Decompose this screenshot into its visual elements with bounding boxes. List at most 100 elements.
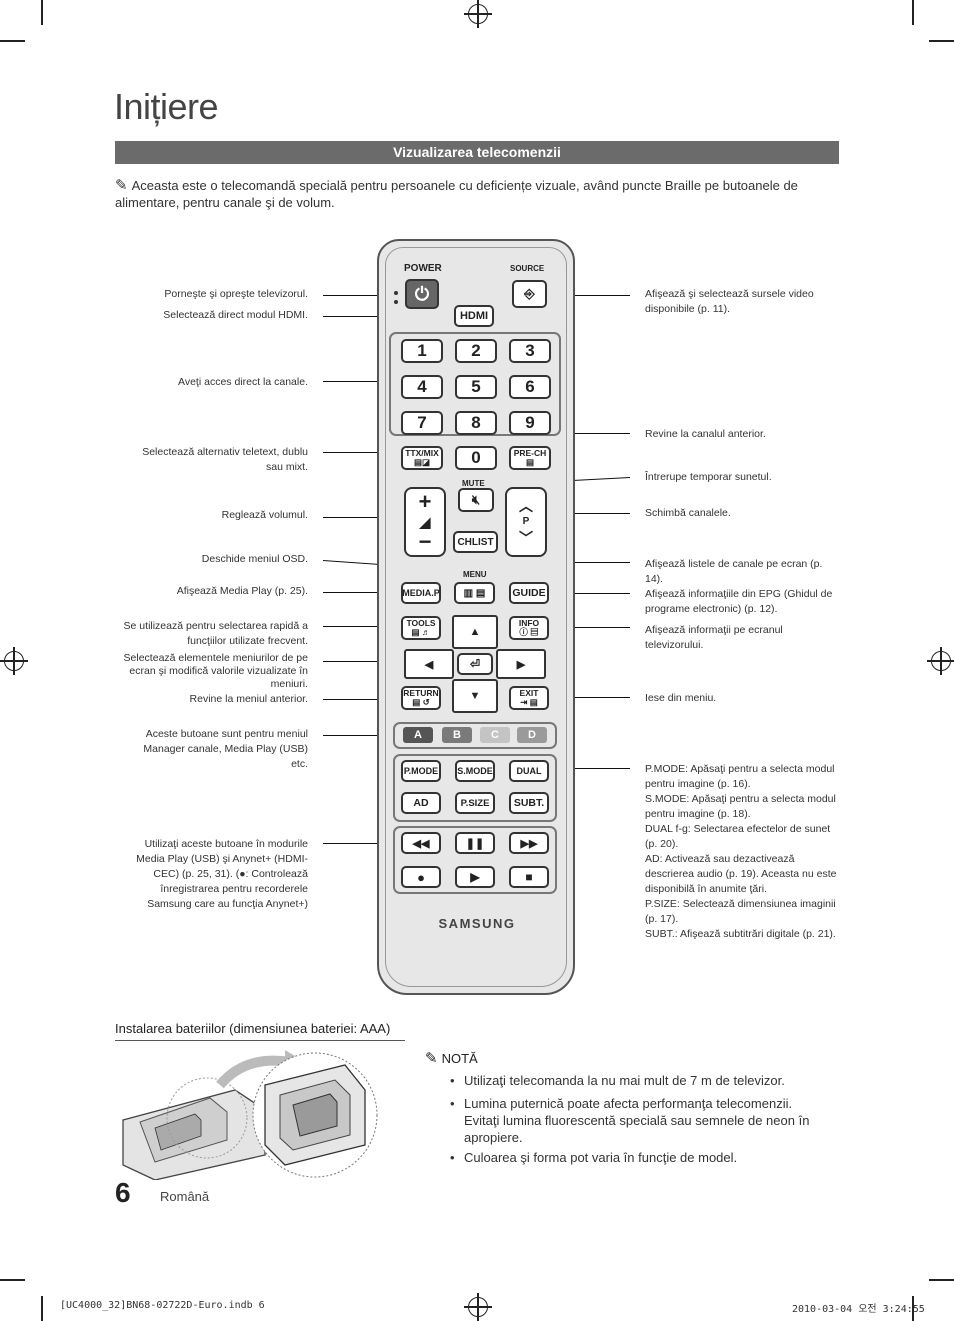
rewind-button[interactable]: ◀◀	[401, 832, 441, 854]
label-guide: Afişează informaţiile din EPG (Ghidul de…	[645, 588, 833, 615]
dual-button[interactable]: DUAL	[509, 760, 549, 782]
digit-button-6[interactable]: 6	[509, 375, 551, 399]
leader-line	[548, 593, 630, 595]
label-ttx: Selectează alternativ teletext, dublu sa…	[142, 446, 308, 473]
guide-button[interactable]: GUIDE	[509, 582, 549, 604]
color-button-d[interactable]: D	[517, 727, 547, 743]
pencil-icon: ✎	[115, 177, 128, 194]
nota-heading: ✎NOTĂ	[425, 1049, 478, 1067]
label-mediap: Afişează Media Play (p. 25).	[176, 585, 308, 597]
label-modes: P.MODE: Apăsaţi pentru a selecta modul p…	[645, 762, 840, 942]
digit-button-1[interactable]: 1	[401, 339, 443, 363]
digit-button-2[interactable]: 2	[455, 339, 497, 363]
fast-forward-button[interactable]: ▶▶	[509, 832, 549, 854]
prech-button[interactable]: PRE-CH▤	[509, 446, 551, 470]
prech-label: PRE-CH	[513, 448, 547, 458]
digit-button-3[interactable]: 3	[509, 339, 551, 363]
leader-line	[323, 699, 401, 701]
digit-button-5[interactable]: 5	[455, 375, 497, 399]
leader-line	[545, 513, 630, 515]
ttx-icon: ▤◪	[413, 457, 431, 467]
stop-button[interactable]: ■	[509, 866, 549, 888]
ttx-mix-label: TTX/MIX	[405, 448, 439, 458]
volume-rocker[interactable]: +◢−	[404, 487, 446, 557]
digit-button-9[interactable]: 9	[509, 411, 551, 435]
menu-label: MENU	[463, 570, 487, 579]
return-button[interactable]: RETURN▤ ↺	[401, 686, 441, 710]
label-chlist: Afişează listele de canale pe ecran (p. …	[645, 558, 823, 585]
nav-down-button[interactable]: ▼	[452, 679, 498, 713]
channel-down-icon: ﹀	[519, 530, 533, 546]
intro-note-text: Aceasta este o telecomandă specială pent…	[115, 178, 798, 210]
digit-button-8[interactable]: 8	[455, 411, 497, 435]
mute-label: MUTE	[462, 479, 485, 488]
color-button-a[interactable]: A	[403, 727, 433, 743]
intro-note: ✎Aceasta este o telecomandă specială pen…	[115, 177, 840, 211]
tools-icon: ▤ ♬	[411, 627, 431, 637]
power-button[interactable]: ⏻	[405, 279, 439, 309]
pause-button[interactable]: ❚❚	[455, 832, 495, 854]
samsung-logo: SAMSUNG	[438, 916, 516, 931]
menu-button[interactable]: ▥ ▤	[454, 582, 495, 604]
label-ad: AD: Activează sau dezactivează descriere…	[645, 853, 837, 895]
leader-line	[548, 433, 630, 435]
ttx-mix-button[interactable]: TTX/MIX▤◪	[401, 446, 443, 470]
registration-mark-icon	[464, 1293, 492, 1321]
label-power: Porneşte şi opreşte televizorul.	[164, 288, 308, 300]
mediap-button[interactable]: MEDIA.P	[401, 582, 441, 604]
mute-button[interactable]: 🔇︎	[458, 488, 494, 512]
color-buttons-group	[393, 722, 557, 749]
nav-right-button[interactable]: ▶	[496, 649, 546, 679]
playback-buttons-group	[393, 826, 557, 894]
digit-button-0[interactable]: 0	[455, 446, 497, 470]
leader-line	[548, 295, 630, 297]
nota-bullet-text: Culoarea şi forma pot varia în funcţie d…	[464, 1150, 738, 1165]
label-prech: Revine la canalul anterior.	[645, 428, 766, 440]
nav-left-button[interactable]: ◀	[404, 649, 454, 679]
number-pad-group	[389, 332, 561, 436]
hdmi-button[interactable]: HDMI	[454, 305, 494, 327]
pmode-button[interactable]: P.MODE	[401, 760, 441, 782]
leader-line	[548, 697, 630, 699]
crop-mark	[912, 0, 914, 25]
leader-line	[323, 843, 393, 845]
color-button-c[interactable]: C	[480, 727, 510, 743]
play-button[interactable]: ▶	[455, 866, 495, 888]
label-exit: Iese din meniu.	[645, 692, 717, 704]
footer-file: [UC4000_32]BN68-02722D-Euro.indb 6	[60, 1300, 265, 1311]
volume-down-icon: −	[418, 529, 432, 554]
nota-bullet-text: Lumina puternică poate afecta performanţ…	[464, 1096, 810, 1145]
braille-dot	[394, 291, 398, 295]
battery-illustration	[122, 1050, 378, 1180]
channel-rocker[interactable]: ︿P﹀	[505, 487, 547, 557]
exit-button[interactable]: EXIT⇥ ▤	[509, 686, 549, 710]
leader-line	[323, 381, 389, 383]
color-button-b[interactable]: B	[442, 727, 472, 743]
chlist-button[interactable]: CHLIST	[453, 531, 498, 553]
nav-enter-button[interactable]: ⏎	[457, 653, 493, 675]
nota-label: NOTĂ	[441, 1051, 478, 1066]
label-psize: P.SIZE: Selectează dimensiunea imaginii …	[645, 898, 836, 925]
label-playback: Utilizaţi aceste butoane în modurile Med…	[136, 838, 308, 910]
smode-button[interactable]: S.MODE	[455, 760, 495, 782]
label-menu: Deschide meniul OSD.	[201, 553, 308, 565]
label-return: Revine la meniul anterior.	[189, 693, 308, 705]
pencil-icon: ✎	[425, 1050, 438, 1067]
source-button[interactable]: ⎆	[512, 280, 547, 308]
info-icon: ⓘ ▤	[519, 627, 539, 637]
label-color-buttons: Aceste butoane sunt pentru meniul Manage…	[143, 728, 308, 770]
channel-up-icon: ︿	[519, 498, 533, 514]
nav-up-button[interactable]: ▲	[452, 615, 498, 649]
digit-button-7[interactable]: 7	[401, 411, 443, 435]
ad-button[interactable]: AD	[401, 792, 441, 814]
psize-button[interactable]: P.SIZE	[455, 792, 495, 814]
subt-button[interactable]: SUBT.	[509, 792, 549, 814]
digit-button-4[interactable]: 4	[401, 375, 443, 399]
exit-icon: ⇥ ▤	[520, 697, 538, 707]
record-button[interactable]: ●	[401, 866, 441, 888]
registration-mark-icon	[464, 0, 492, 28]
crop-mark	[0, 40, 25, 42]
tools-button[interactable]: TOOLS▤ ♬	[401, 616, 441, 640]
label-dual: DUAL f-g: Selectarea efectelor de sunet …	[645, 823, 831, 850]
